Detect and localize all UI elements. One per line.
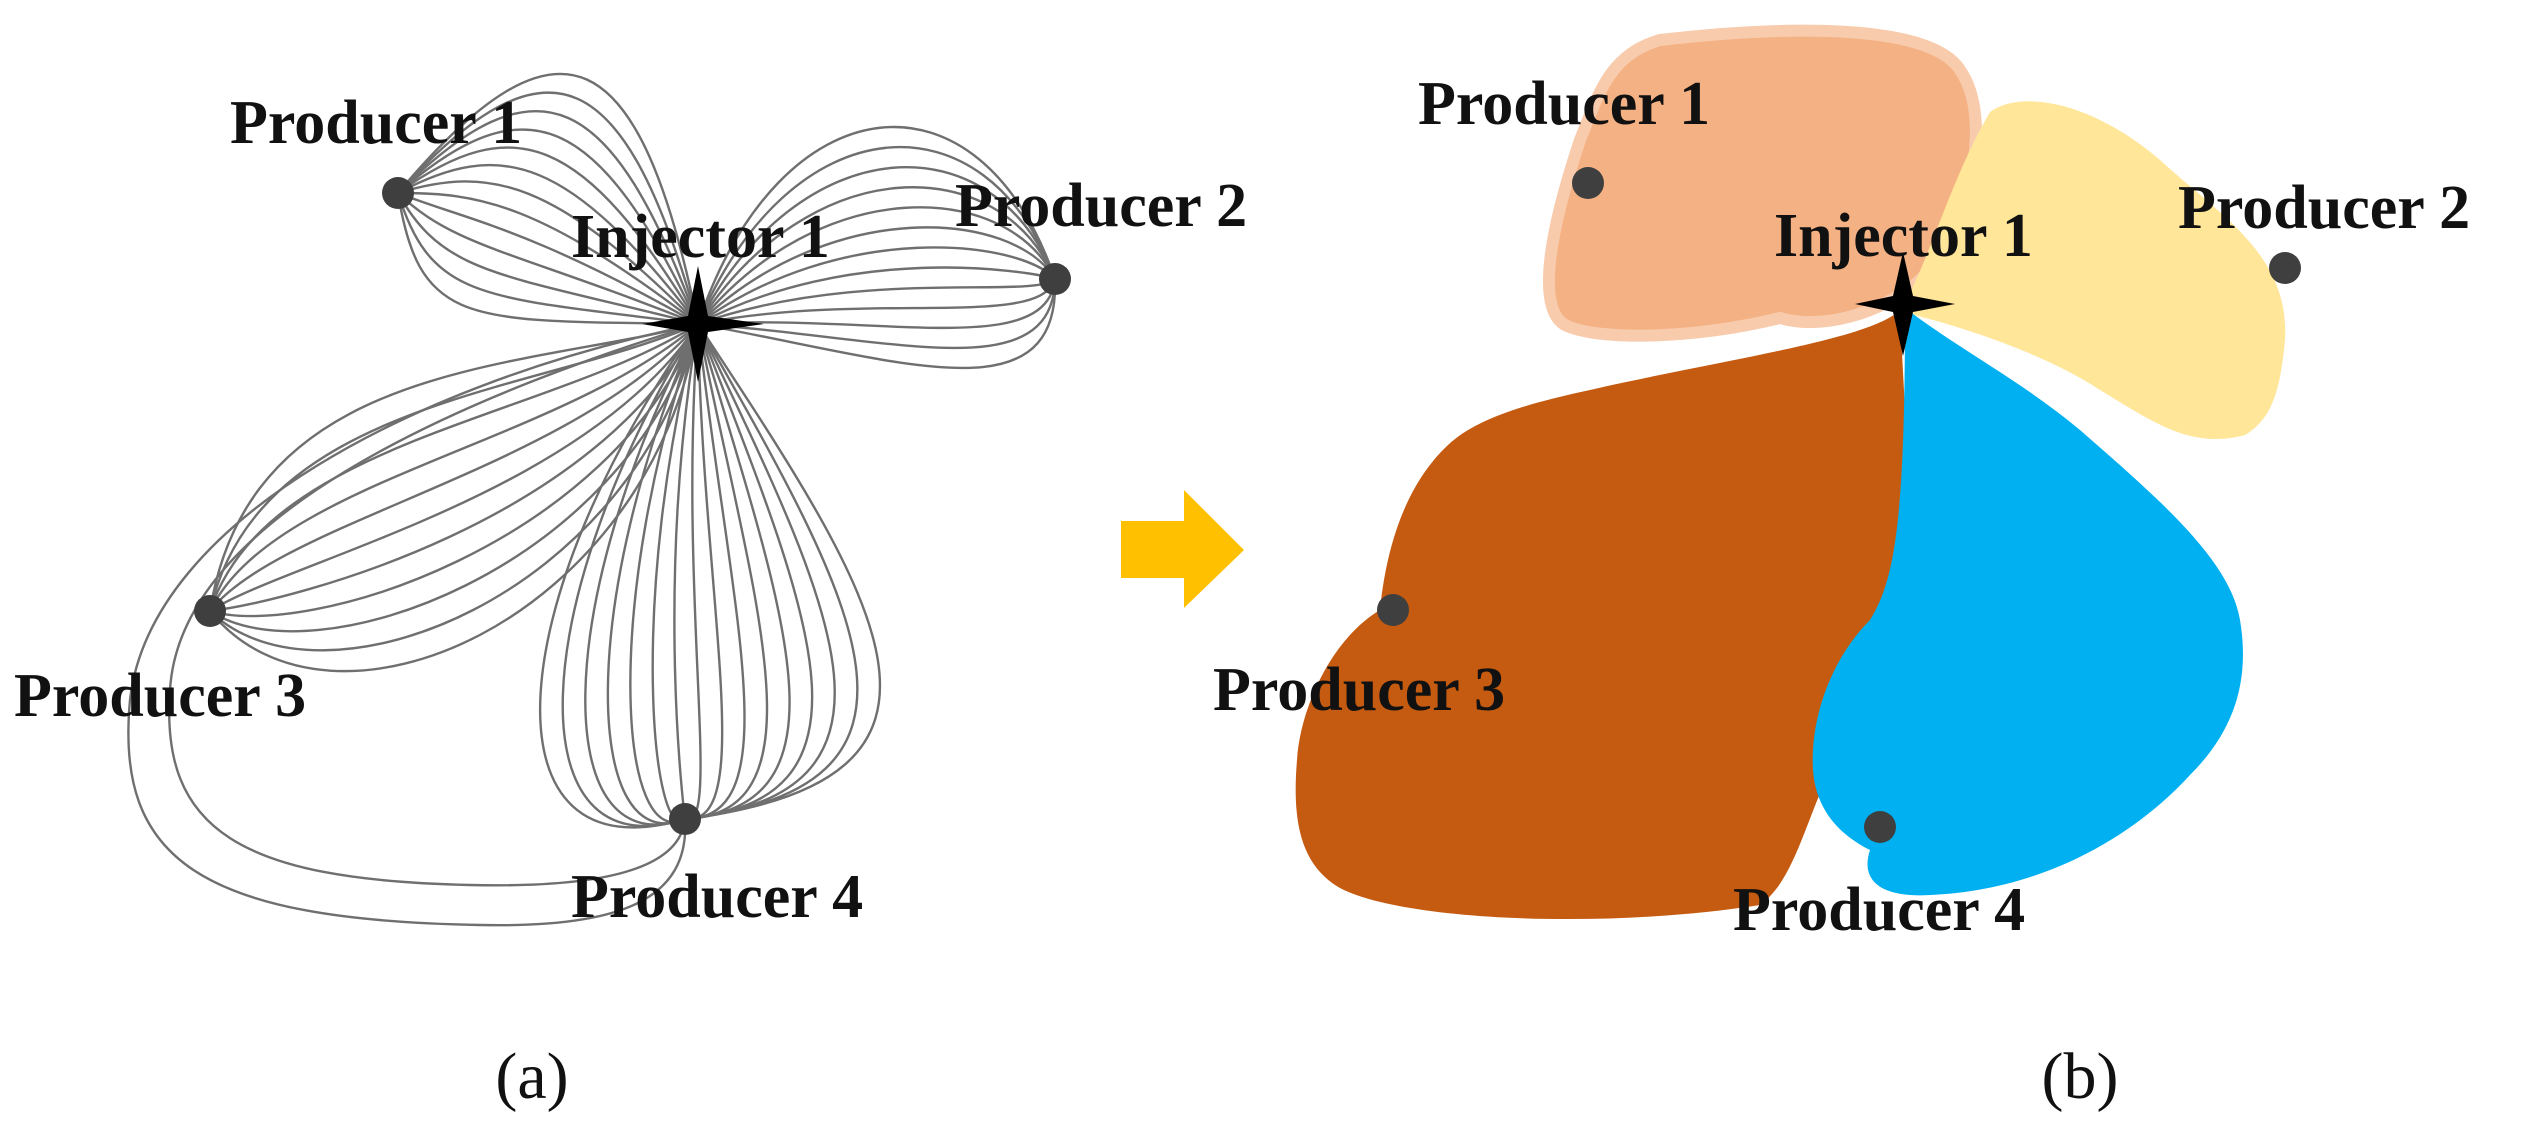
producer-4-label-a: Producer 4 [571, 863, 863, 931]
streamline [396, 192, 699, 326]
streamline [397, 146, 700, 325]
streamline [697, 266, 1056, 326]
producer-1-well-a [382, 177, 414, 209]
region-producer-3 [1295, 310, 1910, 920]
streamline [684, 323, 814, 821]
streamline [209, 323, 700, 618]
streamline [696, 145, 1057, 325]
streamline [208, 323, 699, 612]
streamline [629, 323, 700, 824]
panel-b-regions: Producer 1 Producer 2 Injector 1 Produce… [1213, 24, 2470, 944]
injector-star-icon-b [1855, 252, 1955, 356]
streamline [697, 278, 1056, 326]
panel-a-streamlines: Producer 1 Producer 2 Injector 1 Produce… [14, 72, 1247, 931]
region-producer-4 [1812, 308, 2243, 896]
streamline [397, 180, 699, 325]
streamline [397, 91, 700, 325]
producer-2-label-a: Producer 2 [955, 172, 1247, 240]
region-producer-2 [1900, 101, 2286, 439]
streamline-group [127, 72, 1057, 927]
streamline [209, 323, 700, 633]
streamline [397, 191, 699, 326]
streamline [684, 323, 724, 821]
streamline [208, 322, 699, 612]
streamline [697, 278, 1057, 330]
streamline [208, 322, 699, 612]
streamline [696, 126, 1057, 325]
streamline [697, 246, 1056, 325]
streamline [208, 322, 699, 612]
streamline [696, 186, 1057, 325]
producer-4-label-b: Producer 4 [1733, 876, 2025, 944]
producer-3-well-b [1377, 594, 1409, 626]
injector-label-b: Injector 1 [1774, 202, 2033, 270]
streamline [697, 206, 1057, 325]
streamline [584, 323, 700, 826]
injector-label-a: Injector 1 [571, 203, 830, 271]
streamline [697, 278, 1057, 326]
panel-b-caption: (b) [2042, 1040, 2119, 1113]
streamline [606, 323, 700, 825]
producer-1-well-b [1572, 167, 1604, 199]
producer-2-label-b: Producer 2 [2178, 174, 2470, 242]
streamline [697, 278, 1057, 370]
streamline [697, 226, 1057, 325]
streamline [209, 323, 700, 613]
region-producer-1 [1542, 24, 1982, 342]
streamline [397, 72, 700, 325]
producer-2-well-b [2269, 252, 2301, 284]
streamline [684, 323, 769, 821]
streamline [684, 323, 791, 821]
streamline [397, 191, 699, 325]
streamline [397, 163, 699, 325]
streamline [397, 110, 700, 325]
streamline [696, 166, 1057, 325]
streamline [697, 278, 1057, 350]
producer-2-well-a [1039, 263, 1071, 295]
streamline [684, 323, 836, 821]
producer-4-well-b [1864, 811, 1896, 843]
streamline [684, 323, 746, 821]
streamline [684, 323, 859, 821]
streamline [127, 322, 699, 927]
streamline [538, 323, 699, 829]
streamline [168, 322, 699, 887]
right-arrow-icon [1121, 490, 1244, 608]
streamline [397, 192, 699, 326]
streamline [209, 323, 699, 612]
streamline [397, 128, 700, 325]
producer-3-label-b: Producer 3 [1213, 656, 1505, 724]
producer-4-well-a [669, 803, 701, 835]
panel-a-caption: (a) [495, 1040, 568, 1113]
streamline [396, 192, 699, 326]
producer-1-label-b: Producer 1 [1418, 70, 1710, 138]
streamline [684, 323, 882, 821]
streamline [396, 192, 699, 326]
producer-1-label-a: Producer 1 [230, 89, 522, 157]
injector-star-icon-a [642, 266, 764, 382]
streamline [209, 323, 700, 613]
producer-3-well-a [194, 595, 226, 627]
producer-3-label-a: Producer 3 [14, 662, 306, 730]
streamline [561, 323, 700, 827]
